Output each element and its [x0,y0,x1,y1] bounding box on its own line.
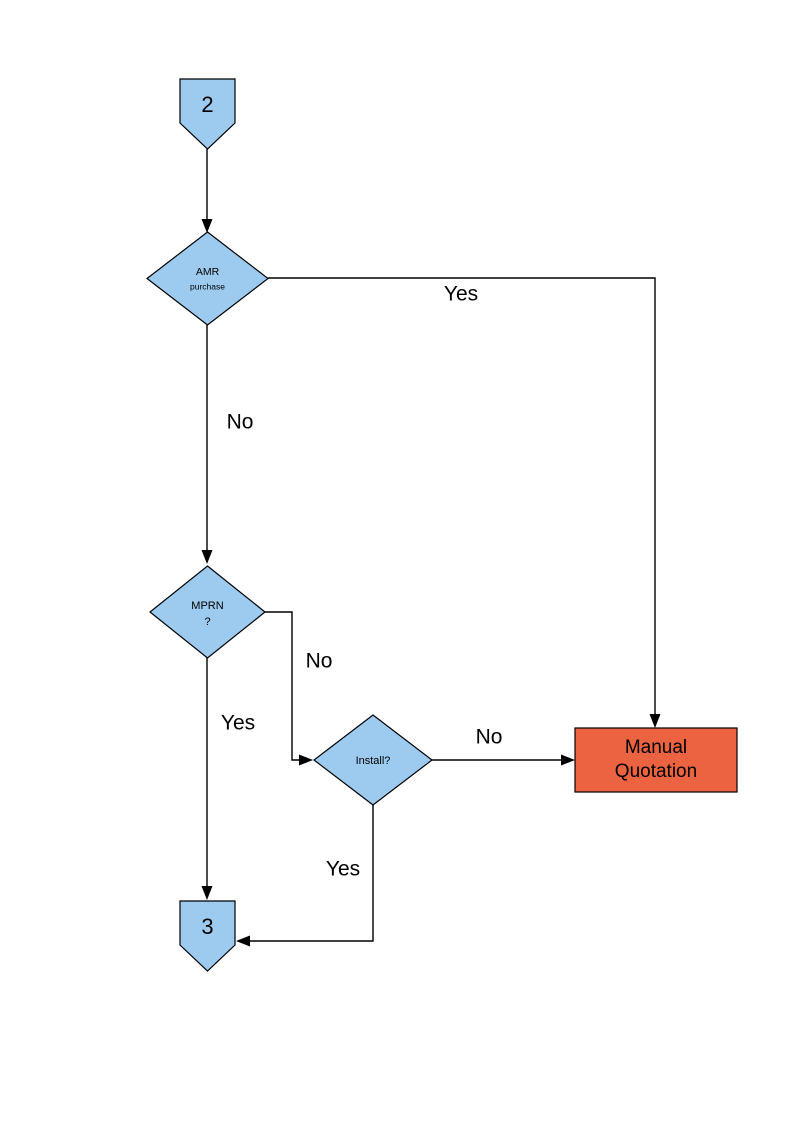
arrow-head-icon [561,754,575,766]
mprn-label-line1: MPRN [191,600,223,612]
arrow-head-icon [299,754,313,766]
arrow-head-icon [201,886,213,900]
edge-label-install-yes: Yes [326,858,360,881]
pentagon-down-shape[interactable] [179,900,236,972]
edge-line [268,277,656,719]
edge-connector2-to-amr [201,149,213,233]
rectangle-shape[interactable] [574,727,738,793]
edge-label-mprn-no: No [306,650,333,673]
edge-amr-no-to-mprn [201,325,213,564]
connector-in-label: 2 [201,92,213,117]
edge-label-amr-no: No [227,411,254,434]
pentagon-down-shape[interactable] [179,78,236,150]
node-amr-purchase[interactable]: AMR purchase [146,231,269,326]
arrow-head-icon [201,550,213,564]
node-install[interactable]: Install? [313,714,433,806]
edge-label-install-no: No [476,726,503,749]
edge-label-amr-yes: Yes [444,283,478,306]
edge-mprn-no-to-install [265,611,313,766]
edge-line [265,611,304,761]
amr-label-line2: purchase [190,281,225,291]
edge-install-yes-to-connector3 [236,801,374,947]
manual-quotation-label-line2: Quotation [615,761,697,782]
arrow-head-icon [201,219,213,233]
diamond-shape[interactable] [313,714,433,806]
node-connector-out[interactable]: 3 [179,900,236,972]
manual-quotation-label-line1: Manual [625,737,687,758]
node-connector-in[interactable]: 2 [179,78,236,150]
amr-label-line1: AMR [196,266,220,278]
diamond-shape[interactable] [146,231,269,326]
edge-mprn-yes-to-connector3 [201,653,213,900]
arrow-head-icon [649,714,661,728]
connector-out-label: 3 [201,914,213,939]
edge-install-no-to-manual-quotation [432,754,575,766]
edge-line [245,801,374,942]
edge-amr-yes-to-manual-quotation [268,277,661,728]
diamond-shape[interactable] [149,565,266,659]
arrow-head-icon [236,935,250,947]
node-mprn[interactable]: MPRN ? [149,565,266,659]
node-manual-quotation[interactable]: Manual Quotation [574,727,738,793]
edge-label-mprn-yes: Yes [221,712,255,735]
mprn-label-line2: ? [204,616,210,628]
install-label: Install? [356,755,391,767]
